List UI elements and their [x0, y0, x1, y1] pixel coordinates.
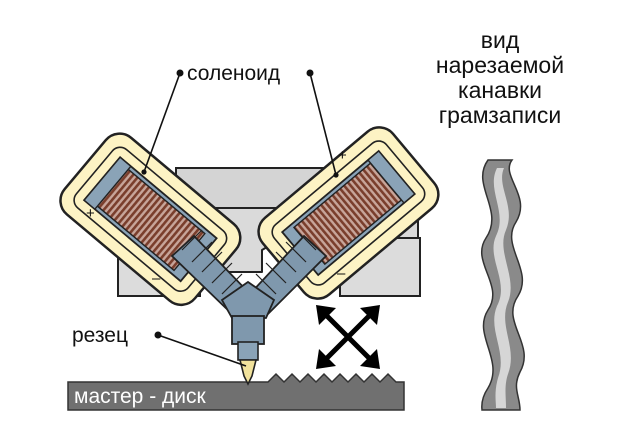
- minus-sign-left: –: [152, 270, 161, 287]
- cutter-tip: [238, 359, 258, 386]
- solenoid-leader-left: [143, 72, 181, 173]
- groove-caption-line-3: канавки: [458, 77, 542, 103]
- groove-caption-line-2: нарезаемой: [435, 52, 565, 78]
- stylus-holder: [220, 280, 276, 361]
- groove-view: [480, 159, 525, 411]
- four-way-diagonal-arrows-icon: [316, 305, 380, 369]
- groove-view-caption: вид нарезаемой канавки грамзаписи: [400, 28, 600, 128]
- cutter-leader: [157, 334, 247, 367]
- master-disc: [67, 372, 405, 411]
- plus-sign-right: +: [338, 147, 347, 164]
- solenoid-leader-end-right: [333, 172, 339, 178]
- master-disc-label: мастер - диск: [74, 385, 207, 408]
- solenoid-label: соленоид: [187, 62, 280, 85]
- groove-caption-line-4: грамзаписи: [438, 102, 562, 128]
- groove-caption-line-1: вид: [480, 27, 520, 53]
- cutter-label: резец: [72, 324, 128, 347]
- solenoid-leader-right: [309, 72, 337, 176]
- minus-sign-right: –: [337, 265, 346, 282]
- solenoid-leader-end-left: [141, 169, 147, 175]
- plus-sign-left: +: [86, 205, 95, 222]
